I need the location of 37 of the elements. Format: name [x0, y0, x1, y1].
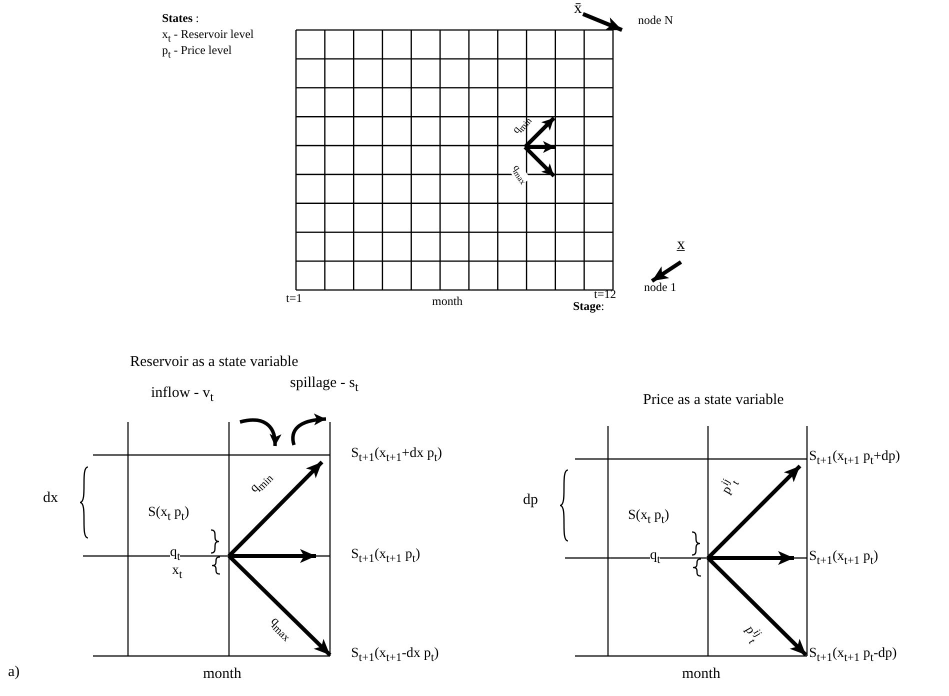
panel-title: Reservoir as a state variable [130, 354, 298, 370]
arrow [228, 460, 324, 558]
arrow [706, 464, 802, 560]
variable-label: x$_{t}$ [172, 563, 182, 582]
state-label: S$_{t+1}$(x$_{t+1}$ p$_{t}$-dp) [809, 646, 898, 665]
state-label: S$_{t+1}$(x$_{t+1}$ p$_{t}$) [809, 549, 880, 568]
state-label: node N [638, 14, 674, 28]
state-label: S$_{t+1}$(x$_{t+1}$ p$_{t}$+dp) [809, 449, 902, 468]
state-label: node 1 [644, 281, 678, 294]
edge-label: x̲ [677, 236, 685, 254]
arrow [706, 556, 808, 656]
arrow [582, 12, 623, 32]
axis-label: t=1 [286, 292, 302, 306]
arrow [708, 551, 794, 565]
state-label: S$_{t+1}$(x$_{t+1}$ p$_{t}$) [351, 547, 422, 566]
panel-label: a) [8, 664, 20, 680]
axis-title: Stage: [573, 300, 604, 314]
axis-label: month [682, 666, 720, 682]
panel-title: Price as a state variable [643, 392, 784, 408]
state-label: S$_{t+1}$(x$_{t+1}$-dx p$_{t}$) [351, 646, 440, 665]
state-label: S(x$_{t}$ p$_{t}$) [148, 505, 190, 524]
axis-label: t=12 [594, 288, 616, 302]
arrow [228, 554, 332, 656]
legend-text: p$_{t}$ - Price level [162, 44, 232, 60]
legend-text: x$_{t}$ - Reservoir level [162, 28, 254, 44]
state-label: S$_{t+1}$(x$_{t+1}$+dx p$_{t}$) [351, 446, 444, 465]
flow-label: spillage - s$_{t}$ [290, 375, 358, 395]
axis-label: month [203, 666, 242, 682]
axis-label: month [432, 295, 463, 308]
arrow [229, 549, 316, 563]
state-label: S(x$_{t}$ p$_{t}$) [628, 508, 670, 527]
heading: States : [162, 12, 200, 26]
edge-label: x̄ [574, 0, 582, 18]
arrow [650, 260, 682, 283]
dimension-label: dx [43, 490, 58, 506]
flow-label: inflow - v$_{t}$ [151, 385, 214, 405]
dimension-label: dp [523, 492, 538, 508]
